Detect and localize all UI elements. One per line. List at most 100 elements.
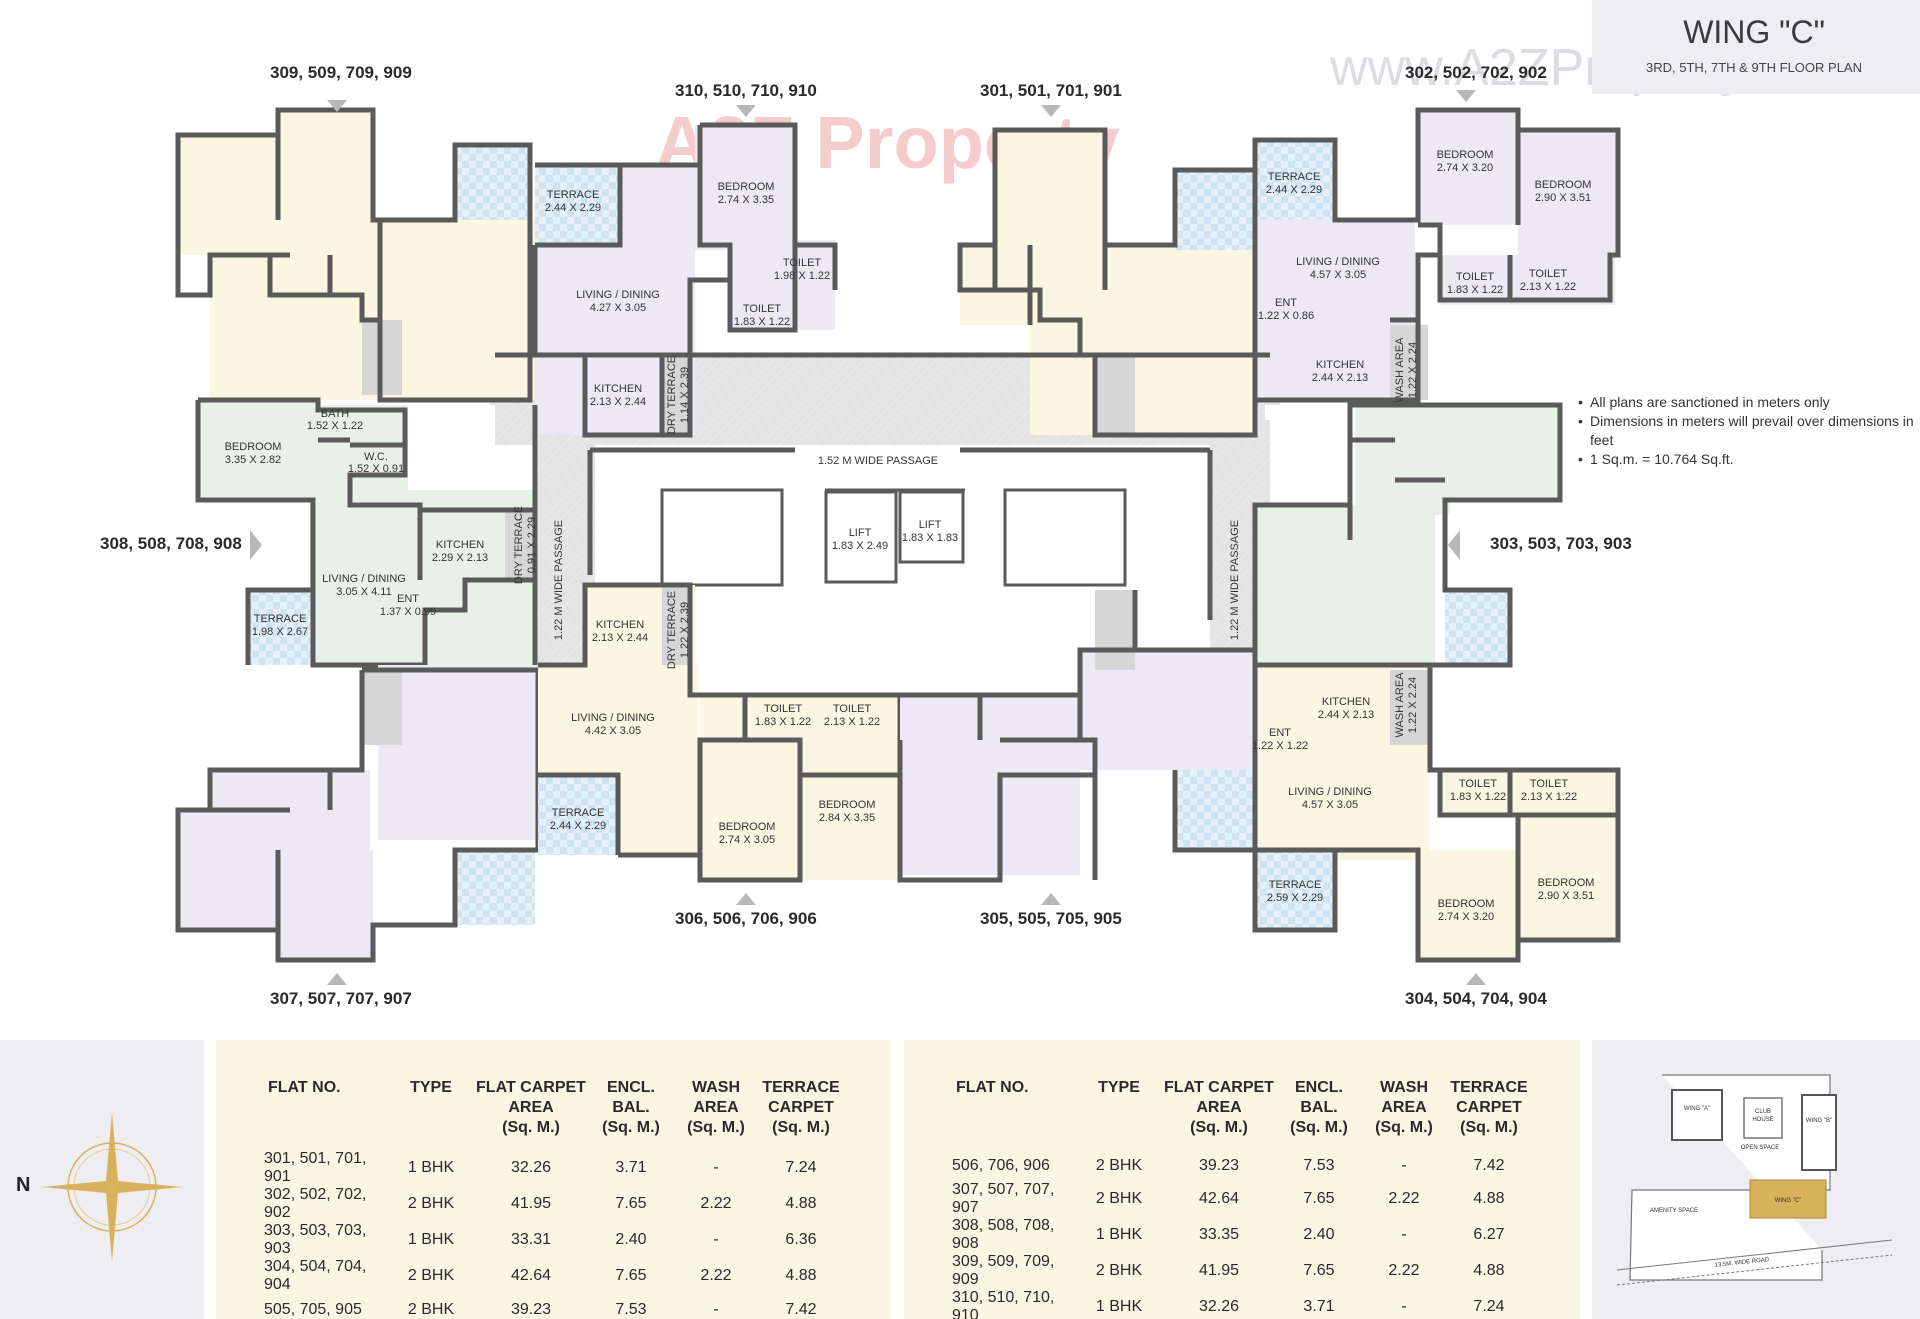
arrow-304 <box>1466 973 1486 985</box>
table-cell: 1 BHK <box>407 1231 455 1248</box>
flat-label-301: 301, 501, 701, 901 <box>980 81 1122 100</box>
flat-307 <box>175 665 541 963</box>
table-cell: - <box>1401 1298 1407 1315</box>
table-cell: 4.88 <box>1473 1190 1505 1207</box>
site-wing-a: WING "A" <box>1684 1106 1710 1112</box>
table-cell: 7.65 <box>1303 1190 1335 1207</box>
site-amenity-space: AMENITY SPACE <box>1650 1208 1698 1214</box>
table-cell: 39.23 <box>510 1300 552 1318</box>
arrow-308 <box>250 530 262 560</box>
table-cell: 7.24 <box>785 1159 817 1176</box>
flat-301 <box>957 127 1258 438</box>
room-dry-terrace-306: DRY TERRACE1.22 X 2.39 <box>666 591 691 669</box>
staircase-right <box>1003 488 1127 587</box>
col-type: TYPE <box>410 1079 452 1096</box>
wing-title: WING "C" <box>1683 14 1825 50</box>
table-cell: 3.71 <box>615 1159 647 1176</box>
passage-right-label: 1.22 M WIDE PASSAGE <box>1229 520 1241 640</box>
note-item: Dimensions in meters will prevail over d… <box>1578 412 1920 450</box>
table-cell: 304, 504, 704, 904 <box>264 1258 367 1293</box>
table-cell: 7.65 <box>615 1267 647 1284</box>
table-cell: 2.40 <box>615 1231 647 1248</box>
table-cell: 2.40 <box>1303 1226 1335 1243</box>
table-cell: 309, 509, 709, 909 <box>952 1253 1055 1288</box>
flat-308 <box>195 397 538 668</box>
table-cell: 32.26 <box>1198 1298 1240 1315</box>
table-cell: 2 BHK <box>407 1195 455 1212</box>
flat-label-309: 309, 509, 709, 909 <box>270 63 412 82</box>
lift-2 <box>898 490 965 564</box>
table-cell: - <box>1401 1226 1407 1243</box>
note-item: 1 Sq.m. = 10.764 Sq.ft. <box>1578 450 1920 469</box>
table-cell: 32.26 <box>510 1159 552 1176</box>
flat-label-303: 303, 503, 703, 903 <box>1490 534 1632 553</box>
table-cell: 2 BHK <box>1095 1262 1143 1279</box>
col-encl-bal: ENCL.BAL.(Sq. M.) <box>602 1079 660 1136</box>
table-cell: 2.22 <box>1388 1190 1420 1207</box>
table-cell: 42.64 <box>510 1267 552 1284</box>
floor-plan-drawing: A2Z Property <box>100 63 1632 1008</box>
arrow-303 <box>1448 530 1460 560</box>
table-cell: 505, 705, 905 <box>264 1300 362 1318</box>
arrow-306 <box>736 893 756 905</box>
flat-309 <box>175 107 535 403</box>
table-cell: 7.65 <box>615 1195 647 1212</box>
table-cell: 7.42 <box>785 1300 817 1318</box>
table-cell: 6.27 <box>1473 1226 1505 1243</box>
flat-label-302: 302, 502, 702, 902 <box>1405 63 1547 82</box>
wing-title-box: WING "C" 3RD, 5TH, 7TH & 9TH FLOOR PLAN <box>1592 0 1920 94</box>
flat-306 <box>538 582 903 883</box>
table-cell: 307, 507, 707, 907 <box>952 1181 1055 1216</box>
arrow-310 <box>736 105 756 117</box>
table-row: 307, 507, 707, 907 2 BHK 42.64 7.65 2.22 4.88 <box>904 1181 1534 1217</box>
table-cell: 7.42 <box>1473 1156 1505 1174</box>
passage-left-label: 1.22 M WIDE PASSAGE <box>553 520 565 640</box>
table-cell: 2.22 <box>700 1195 732 1212</box>
flat-302 <box>1252 107 1621 403</box>
col-type: TYPE <box>1098 1079 1140 1096</box>
room-wash-304: WASH AREA1.22 X 2.24 <box>1394 672 1419 738</box>
passage-horizontal-label: 1.52 M WIDE PASSAGE <box>818 455 938 467</box>
room-dry-terrace-308: DRY TERRACE0.91 X 2.29 <box>513 506 538 584</box>
table-cell: 2.22 <box>1388 1262 1420 1279</box>
table-cell: 2 BHK <box>1095 1190 1143 1207</box>
table-cell: 42.64 <box>1198 1190 1240 1207</box>
table-cell: 302, 502, 702, 902 <box>264 1186 367 1221</box>
staircase-left <box>660 488 784 587</box>
flat-304 <box>1252 662 1621 963</box>
flat-label-308: 308, 508, 708, 908 <box>100 534 242 553</box>
